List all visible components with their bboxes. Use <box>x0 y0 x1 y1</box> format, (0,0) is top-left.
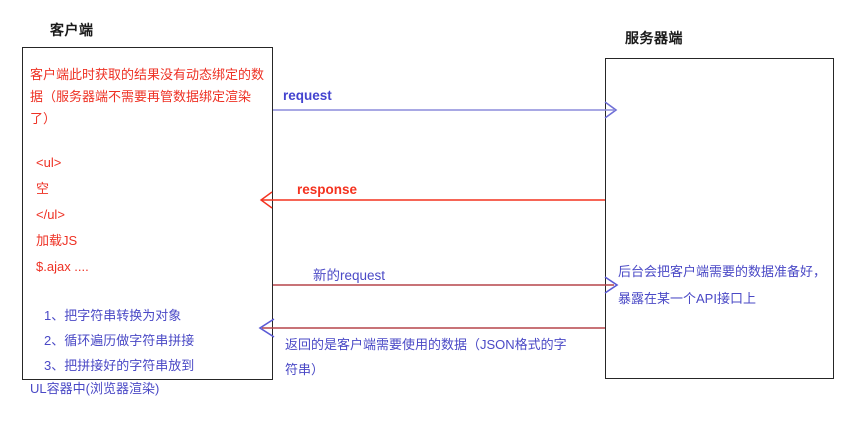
server-lifeline-box <box>605 58 834 379</box>
arrow-request <box>273 101 618 119</box>
client-code-snippet: <ul> 空 </ul> 加载JS $.ajax .... <box>36 155 89 274</box>
json-response-note: 返回的是客户端需要使用的数据（JSON格式的字符串） <box>285 337 567 377</box>
message-label-new-request: 新的request <box>313 268 386 283</box>
client-lifeline-box <box>22 47 273 380</box>
server-note-blue: 后台会把客户端需要的数据准备好，暴露在某一个API接口上 <box>618 264 827 306</box>
client-note-red: 客户端此时获取的结果没有动态绑定的数据（服务器端不需要再管数据绑定渲染了） <box>30 67 265 126</box>
client-lane-title: 客户端 <box>50 22 94 38</box>
message-label-request: request <box>283 88 332 103</box>
server-lane-title: 服务器端 <box>625 30 683 46</box>
client-steps-list: 1、把字符串转换为对象 2、循环遍历做字符串拼接 3、把拼接好的字符串放到 <box>44 308 195 373</box>
message-label-response: response <box>297 182 358 197</box>
client-steps-continuation: UL容器中(浏览器渲染) <box>30 381 160 396</box>
